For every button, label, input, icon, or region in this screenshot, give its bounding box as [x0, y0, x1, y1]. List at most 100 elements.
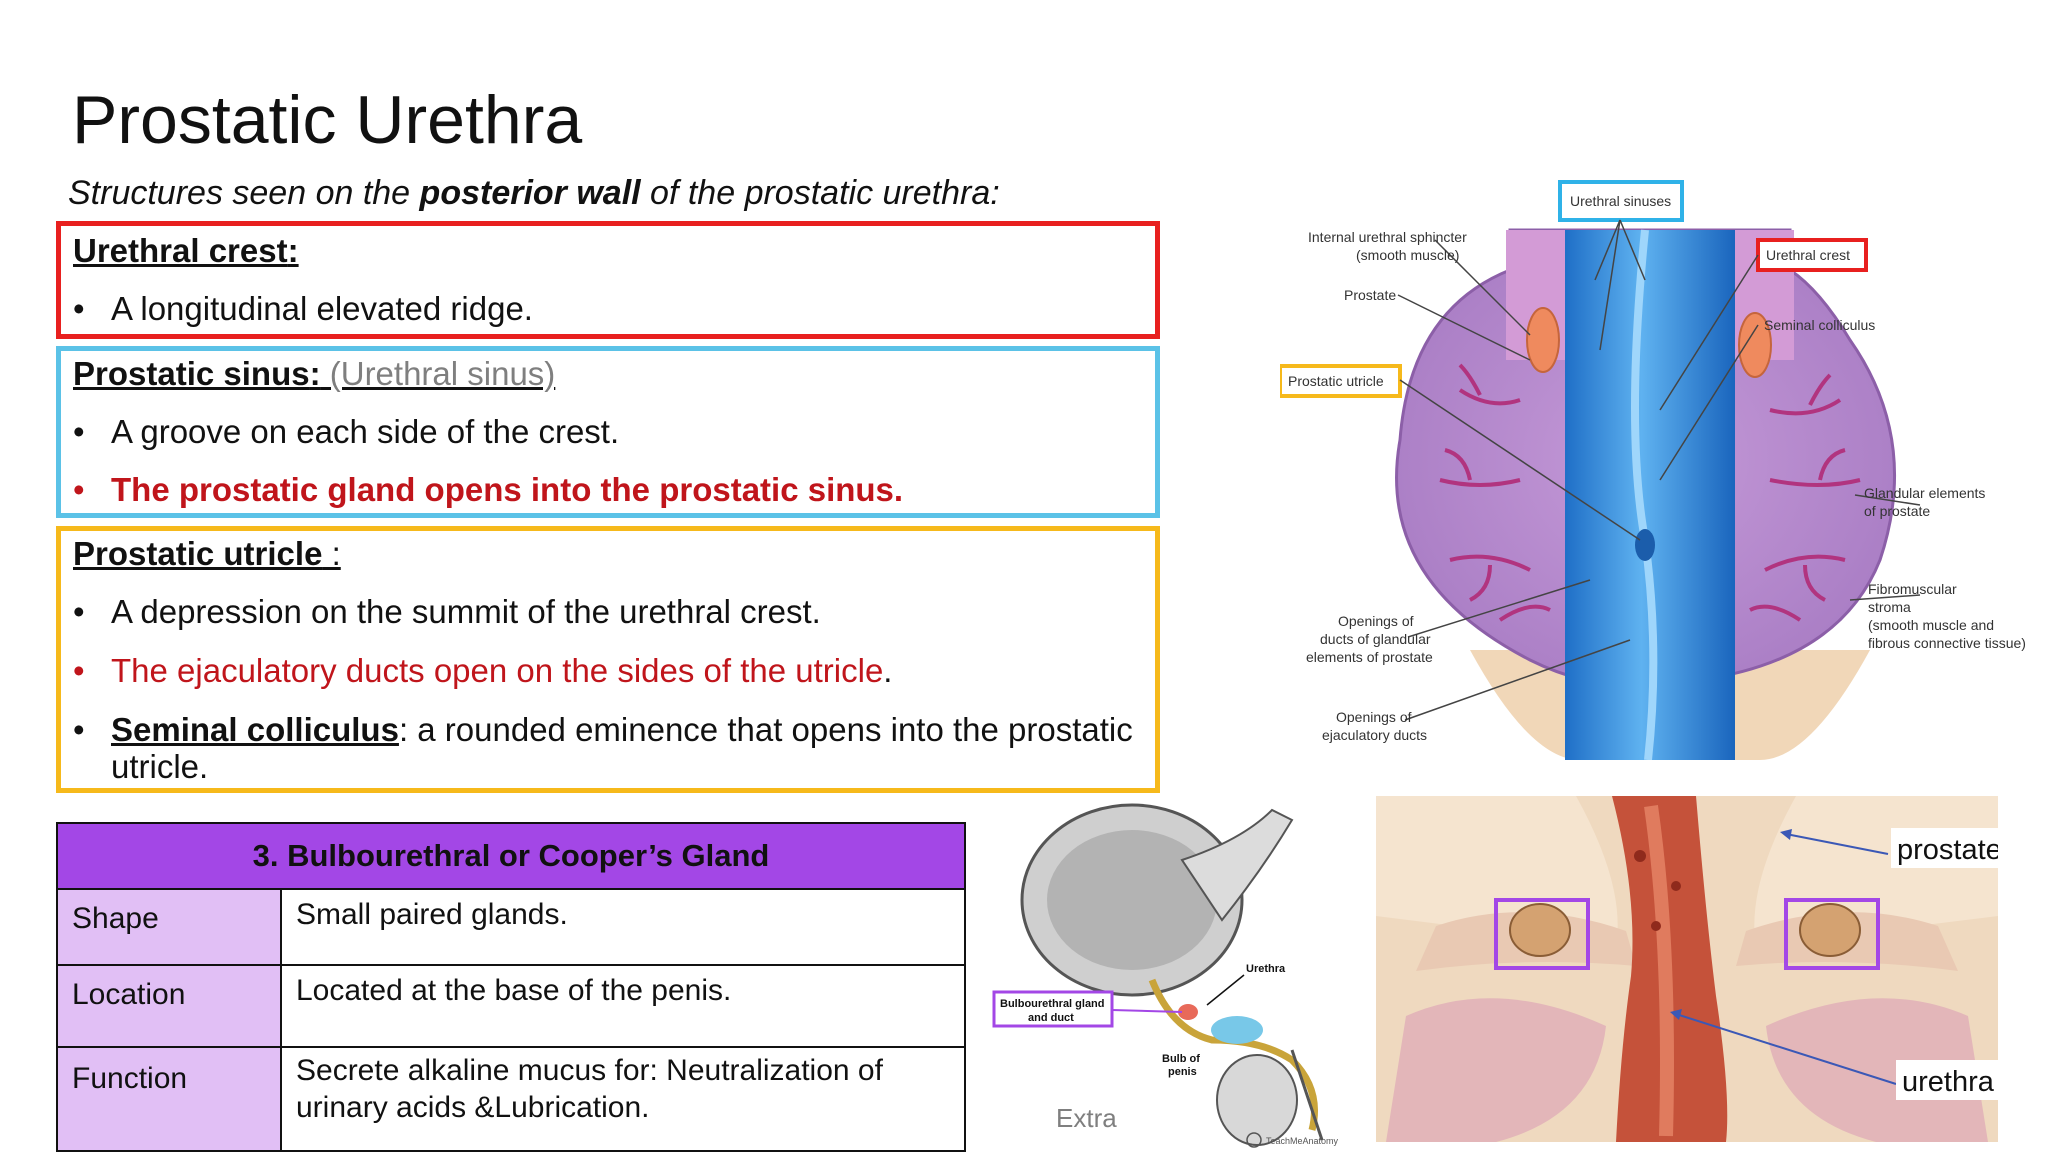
- subtitle: Structures seen on the posterior wall of…: [68, 174, 1000, 213]
- label-bulbourethral-2: and duct: [1028, 1012, 1074, 1024]
- sphincter-muscle-right: [1738, 312, 1772, 378]
- leader-line: [1111, 1009, 1183, 1013]
- label-seminal-colliculus: Seminal colliculus: [1764, 317, 1875, 333]
- label-background: [1896, 1060, 1998, 1100]
- testis-shape: [1216, 1054, 1298, 1146]
- label-fibro-4: fibrous connective tissue): [1868, 635, 2026, 651]
- label-glandular-2: of prostate: [1864, 503, 1930, 519]
- prostatic-utricle-bullet-3: Seminal colliculus: a rounded eminence t…: [111, 711, 1143, 785]
- urethral-crest-heading-text: Urethral crest: [73, 232, 288, 269]
- list-item: • A longitudinal elevated ridge.: [73, 290, 1143, 328]
- seminal-colliculus-definition: : a rounded eminence that opens into the…: [111, 711, 1133, 785]
- label-internal-sphincter-2: (smooth muscle): [1356, 247, 1459, 263]
- table-header: 3. Bulbourethral or Cooper’s Gland: [56, 822, 966, 890]
- bulbourethral-gland-left: [1509, 903, 1571, 957]
- sphincter-muscle-left: [1526, 307, 1560, 373]
- label-bulbourethral-1: Bulbourethral gland: [1000, 998, 1105, 1010]
- label-urethral-crest: Urethral crest: [1766, 247, 1850, 263]
- label-bulb-of-penis-1: Bulb of: [1162, 1053, 1200, 1065]
- arrow-head-icon: [1780, 829, 1792, 840]
- subtitle-bold: posterior wall: [419, 174, 641, 212]
- bulbourethral-label-box: [992, 990, 1114, 1028]
- prostatic-sinus-note: (Urethral sinus): [320, 355, 556, 392]
- label-background: [1891, 828, 1998, 868]
- bulbourethral-gland-mark: [1178, 1004, 1198, 1020]
- urethra-path: [1148, 978, 1318, 1131]
- gland-highlight-right: [1784, 898, 1880, 970]
- list-item: • The prostatic gland opens into the pro…: [73, 471, 1143, 509]
- table-row: Function Secrete alkaline mucus for: Neu…: [56, 1046, 966, 1152]
- urethra-arrow: [1675, 1013, 1897, 1085]
- prostatic-utricle-heading: Prostatic utricle :: [73, 535, 341, 573]
- subtitle-pre: Structures seen on the: [68, 174, 420, 212]
- label-bulb-of-penis-2: penis: [1168, 1066, 1197, 1078]
- label-urethra-photo: urethra: [1902, 1066, 1995, 1098]
- label-prostate: Prostate: [1344, 287, 1396, 303]
- label-openings-glandular-2: ducts of glandular: [1320, 631, 1431, 647]
- label-internal-sphincter-1: Internal urethral sphincter: [1308, 229, 1467, 245]
- glandular-branches: [1439, 363, 1861, 622]
- list-item: • Seminal colliculus: a rounded eminence…: [73, 711, 1143, 785]
- label-openings-glandular-3: elements of prostate: [1306, 649, 1433, 665]
- extra-label: Extra: [1056, 1103, 1117, 1133]
- bullet-dot: •: [73, 413, 85, 450]
- bulb-of-penis-mark: [1211, 1016, 1263, 1044]
- duct-opening: [1671, 881, 1681, 891]
- bulbourethral-gland-table: 3. Bulbourethral or Cooper’s Gland Shape…: [56, 822, 966, 1152]
- table-row-label: Function: [56, 1046, 282, 1152]
- table-row-label: Shape: [56, 888, 282, 966]
- prostatic-sinus-bullet-1: A groove on each side of the crest.: [111, 413, 620, 450]
- table-row-value: Small paired glands.: [280, 888, 966, 966]
- sagittal-section-diagram: Bulbourethral gland and duct Urethra Bul…: [992, 803, 1339, 1148]
- label-openings-glandular-1: Openings of: [1338, 613, 1414, 629]
- bullet-dot: •: [73, 290, 85, 327]
- leader-line: [1206, 974, 1245, 1006]
- prostate-arrow: [1785, 833, 1889, 855]
- prostatic-utricle-colon: :: [322, 535, 341, 572]
- bullet-dot: •: [73, 593, 85, 630]
- bullet-dot: •: [73, 652, 85, 689]
- rectum-shape: [1180, 808, 1294, 922]
- table-row-value: Secrete alkaline mucus for: Neutralizati…: [280, 1046, 966, 1152]
- prostatic-utricle-heading-text: Prostatic utricle: [73, 535, 323, 572]
- list-item: • A depression on the summit of the uret…: [73, 593, 1143, 631]
- table-row: Location Located at the base of the peni…: [56, 964, 966, 1048]
- bladder-inner: [1047, 830, 1217, 970]
- prostatic-utricle-box: Prostatic utricle : • A depression on th…: [56, 526, 1160, 793]
- urethra-lumen: [1565, 230, 1735, 760]
- urethra-lumen: [1644, 805, 1674, 1137]
- prostatic-utricle-bullet-2: The ejaculatory ducts open on the sides …: [111, 652, 1143, 690]
- list-item: • A groove on each side of the crest.: [73, 413, 1143, 451]
- list-item: • The ejaculatory ducts open on the side…: [73, 652, 1143, 690]
- prostate-section-diagram: Urethral sinuses Internal urethral sphin…: [1280, 180, 2026, 760]
- bullet-dot: •: [73, 471, 85, 508]
- copyright-icon: [1246, 1132, 1262, 1148]
- label-openings-ejac-2: ejaculatory ducts: [1322, 727, 1427, 743]
- corpus-right: [1766, 998, 1988, 1142]
- label-urethra: Urethra: [1246, 963, 1286, 975]
- penis-outline: [1290, 1049, 1324, 1141]
- label-openings-ejac-1: Openings of: [1336, 709, 1412, 725]
- table-row: Shape Small paired glands.: [56, 888, 966, 966]
- bulbourethral-gland-right: [1799, 903, 1861, 957]
- duct-opening: [1651, 921, 1661, 931]
- urethral-sinuses-box: [1558, 180, 1684, 222]
- prostatic-sinus-bullet-2: The prostatic gland opens into the prost…: [111, 471, 904, 508]
- prostatic-sinus-heading: Prostatic sinus: (Urethral sinus): [73, 355, 555, 393]
- ejaculatory-ducts-text: The ejaculatory ducts open on the sides …: [111, 652, 884, 689]
- urethral-crest-heading: Urethral crest:: [73, 232, 299, 270]
- prostatic-sinus-colon: :: [309, 355, 321, 392]
- label-glandular-1: Glandular elements: [1864, 485, 1985, 501]
- bullet-dot: •: [73, 711, 85, 748]
- leader-lines: [1397, 219, 1921, 721]
- page-title: Prostatic Urethra: [72, 82, 583, 158]
- label-fibro-1: Fibromuscular: [1868, 581, 1957, 597]
- duct-opening: [1634, 850, 1646, 862]
- prostatic-utricle-label-box: [1280, 364, 1402, 398]
- label-fibro-2: stroma: [1868, 599, 1911, 615]
- corpus-left: [1386, 998, 1606, 1142]
- label-urethral-sinuses: Urethral sinuses: [1570, 193, 1671, 209]
- arrow-head-icon: [1670, 1009, 1682, 1020]
- utricle-opening: [1635, 529, 1655, 561]
- label-prostate-photo: prostate: [1897, 834, 1998, 866]
